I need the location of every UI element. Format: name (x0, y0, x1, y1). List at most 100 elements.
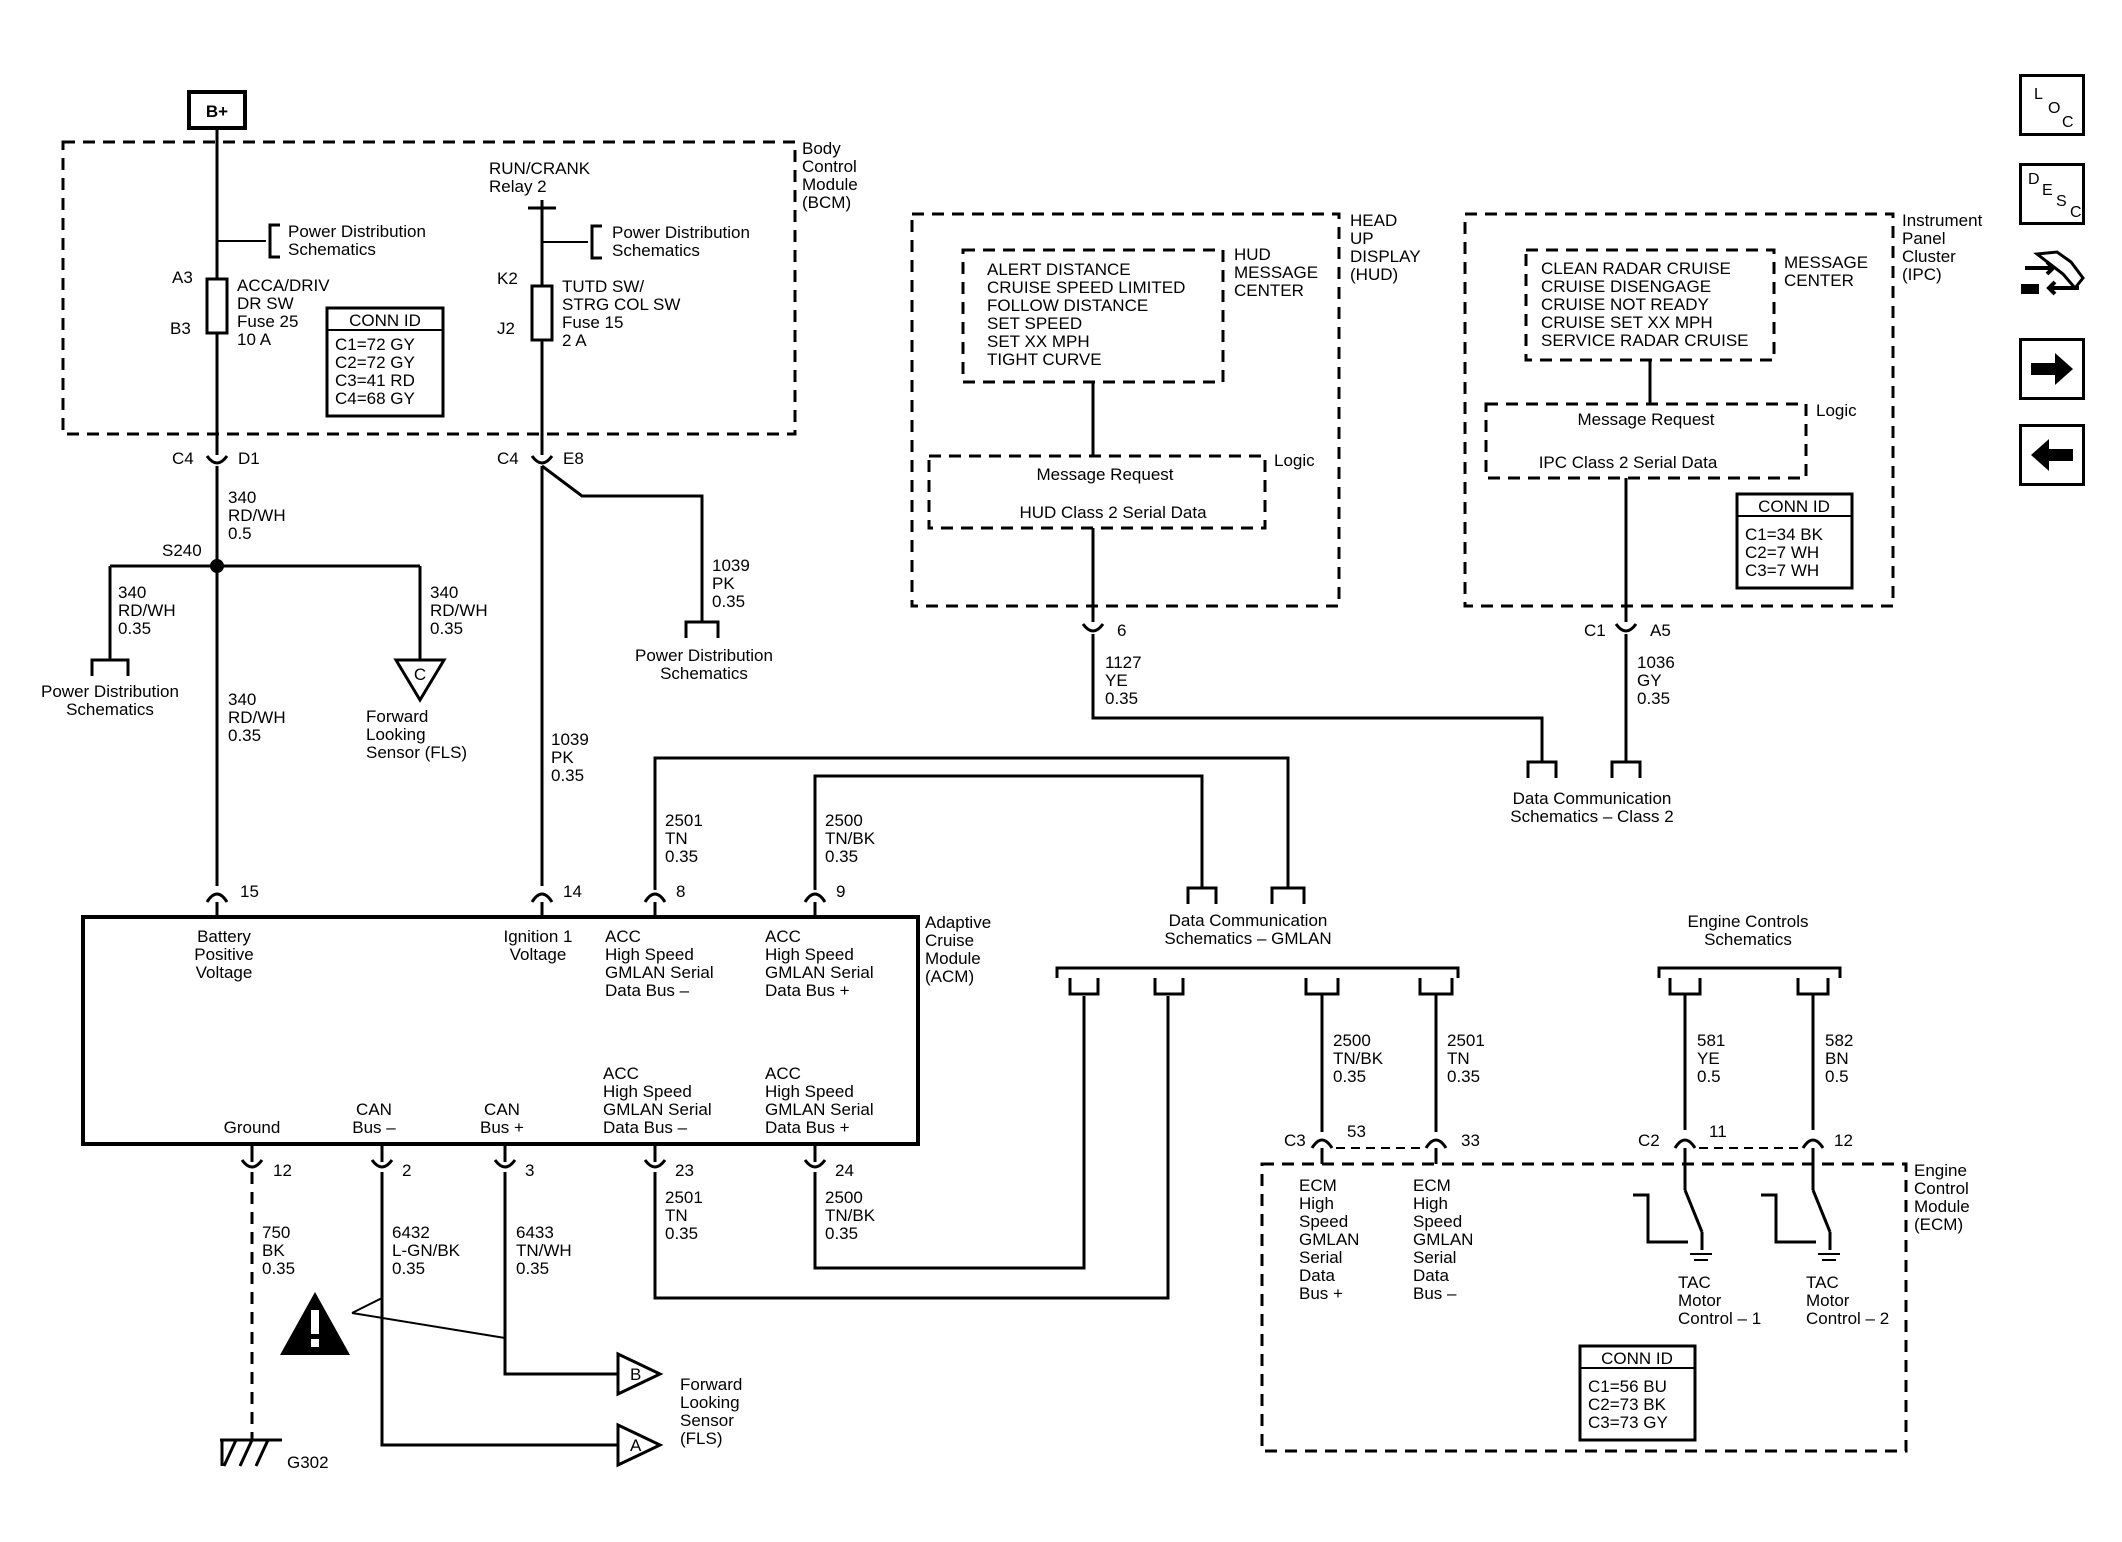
svg-text:CAN: CAN (356, 1100, 392, 1119)
desc-button[interactable]: D E S C (2019, 163, 2085, 225)
ecm-bus-minus-label: ECM High Speed GMLAN Serial Data Bus – (1413, 1176, 1473, 1303)
connector-c-triangle (393, 658, 447, 703)
ecm-boundary (1260, 1162, 1908, 1453)
svg-text:CAN: CAN (484, 1100, 520, 1119)
wire-1127-label: 1127 YE 0.35 (1105, 653, 1142, 708)
svg-text:Engine Controls: Engine Controls (1688, 912, 1809, 931)
loc-button[interactable]: L O C (2019, 74, 2085, 136)
svg-text:2 A: 2 A (562, 331, 587, 350)
svg-text:CENTER: CENTER (1784, 271, 1854, 290)
svg-text:(BCM): (BCM) (802, 193, 851, 212)
acm-pin-8-connector (643, 892, 667, 903)
svg-text:Relay 2: Relay 2 (489, 177, 547, 196)
svg-text:Data Bus +: Data Bus + (765, 1118, 850, 1137)
bcm-power-dist-label-1: Power Distribution Schematics (288, 222, 426, 259)
hud-messages: ALERT DISTANCE CRUISE SPEED LIMITED FOLL… (987, 260, 1185, 369)
desc-letter-e: E (2042, 182, 2053, 199)
acm-title: Adaptive Cruise Module (ACM) (925, 913, 991, 986)
svg-text:340: 340 (228, 690, 256, 709)
acm-pin-2-label: 2 (402, 1161, 411, 1180)
acm-pin-9-connector (803, 892, 827, 903)
svg-text:(ECM): (ECM) (1914, 1215, 1963, 1234)
svg-text:FOLLOW DISTANCE: FOLLOW DISTANCE (987, 296, 1148, 315)
acm-pin-23-connector (643, 1159, 667, 1169)
svg-text:TAC: TAC (1678, 1273, 1711, 1292)
svg-text:1039: 1039 (712, 556, 750, 575)
svg-text:582: 582 (1825, 1031, 1853, 1050)
ipc-c1-a5-connector (1614, 623, 1638, 633)
svg-text:Sensor: Sensor (680, 1411, 734, 1430)
svg-text:0.35: 0.35 (118, 619, 151, 638)
svg-text:6432: 6432 (392, 1223, 430, 1242)
acm-gmlan-plus-bottom-label: ACC High Speed GMLAN Serial Data Bus + (765, 1064, 874, 1137)
fuse-25-icon (205, 277, 229, 335)
hud-serial-data: HUD Class 2 Serial Data (1019, 503, 1207, 522)
connector-view-button[interactable] (2019, 244, 2085, 306)
loc-letter-l: L (2034, 86, 2043, 103)
svg-text:CRUISE DISENGAGE: CRUISE DISENGAGE (1541, 277, 1711, 296)
svg-text:0.35: 0.35 (1447, 1067, 1480, 1086)
bcm-title: Body Control Module (BCM) (802, 139, 858, 212)
svg-text:Bus +: Bus + (480, 1118, 524, 1137)
svg-text:1036: 1036 (1637, 653, 1675, 672)
connector-c4-d1 (205, 455, 229, 465)
svg-text:High: High (1299, 1194, 1334, 1213)
svg-text:Cruise: Cruise (925, 931, 974, 950)
svg-text:RUN/CRANK: RUN/CRANK (489, 159, 591, 178)
svg-text:Module: Module (802, 175, 858, 194)
fuse-15-label: TUTD SW/ STRG COL SW Fuse 15 2 A (562, 277, 680, 350)
svg-text:SERVICE RADAR CRUISE: SERVICE RADAR CRUISE (1541, 331, 1749, 350)
dcs-gmlan-label: Data Communication Schematics – GMLAN (1164, 911, 1331, 948)
bcm-conn-id-box (325, 306, 445, 418)
svg-text:Schematics: Schematics (1704, 930, 1792, 949)
desc-letter-d: D (2028, 171, 2040, 188)
ecm-pin-12-label: 12 (1834, 1131, 1853, 1150)
relay-terminal-icon (528, 200, 556, 214)
loc-letter-c: C (2062, 114, 2074, 131)
svg-text:Power Distribution: Power Distribution (288, 222, 426, 241)
svg-text:0.35: 0.35 (1333, 1067, 1366, 1086)
svg-text:TN/WH: TN/WH (516, 1241, 572, 1260)
svg-text:Schematics – GMLAN: Schematics – GMLAN (1164, 929, 1331, 948)
svg-text:Engine: Engine (1914, 1161, 1967, 1180)
svg-text:Power Distribution: Power Distribution (612, 223, 750, 242)
next-button[interactable] (2019, 338, 2085, 400)
desc-letter-c: C (2070, 204, 2082, 221)
ecm-pin-12-connector (1801, 1138, 1825, 1149)
svg-text:0.35: 0.35 (1637, 689, 1670, 708)
svg-text:Schematics – Class 2: Schematics – Class 2 (1510, 807, 1673, 826)
wire-582-label: 582 BN 0.5 (1825, 1031, 1853, 1086)
svg-text:Bus –: Bus – (352, 1118, 396, 1137)
svg-text:Motor: Motor (1806, 1291, 1850, 1310)
svg-text:Data: Data (1413, 1266, 1449, 1285)
connector-tool-icon (2021, 250, 2085, 296)
svg-text:Module: Module (925, 949, 981, 968)
svg-text:GY: GY (1637, 671, 1662, 690)
svg-text:Data: Data (1299, 1266, 1335, 1285)
svg-text:(HUD): (HUD) (1350, 265, 1398, 284)
acm-module-box (81, 915, 920, 1146)
svg-text:CENTER: CENTER (1234, 281, 1304, 300)
acm-pin-12-connector (240, 1159, 264, 1169)
svg-text:ACC: ACC (603, 1064, 639, 1083)
fuse-25-pin-bottom: B3 (170, 319, 191, 338)
svg-text:High Speed: High Speed (603, 1082, 692, 1101)
svg-text:High Speed: High Speed (765, 945, 854, 964)
svg-text:TN: TN (1447, 1049, 1470, 1068)
svg-text:0.35: 0.35 (825, 847, 858, 866)
hud-logic-box (927, 454, 1267, 530)
back-button[interactable] (2019, 424, 2085, 486)
svg-text:0.5: 0.5 (1825, 1067, 1849, 1086)
ecm-wire-2501-label: 2501 TN 0.35 (1447, 1031, 1485, 1086)
ipc-logic-box (1484, 402, 1808, 480)
svg-text:0.35: 0.35 (430, 619, 463, 638)
svg-text:MESSAGE: MESSAGE (1234, 263, 1318, 282)
svg-text:Control – 2: Control – 2 (1806, 1309, 1889, 1328)
acm-pin-8-label: 8 (676, 882, 685, 901)
svg-text:GMLAN Serial: GMLAN Serial (765, 963, 874, 982)
svg-text:GMLAN Serial: GMLAN Serial (603, 1100, 712, 1119)
gmlan-bracket (1055, 966, 1460, 978)
svg-text:Power Distribution: Power Distribution (635, 646, 773, 665)
svg-text:UP: UP (1350, 229, 1374, 248)
